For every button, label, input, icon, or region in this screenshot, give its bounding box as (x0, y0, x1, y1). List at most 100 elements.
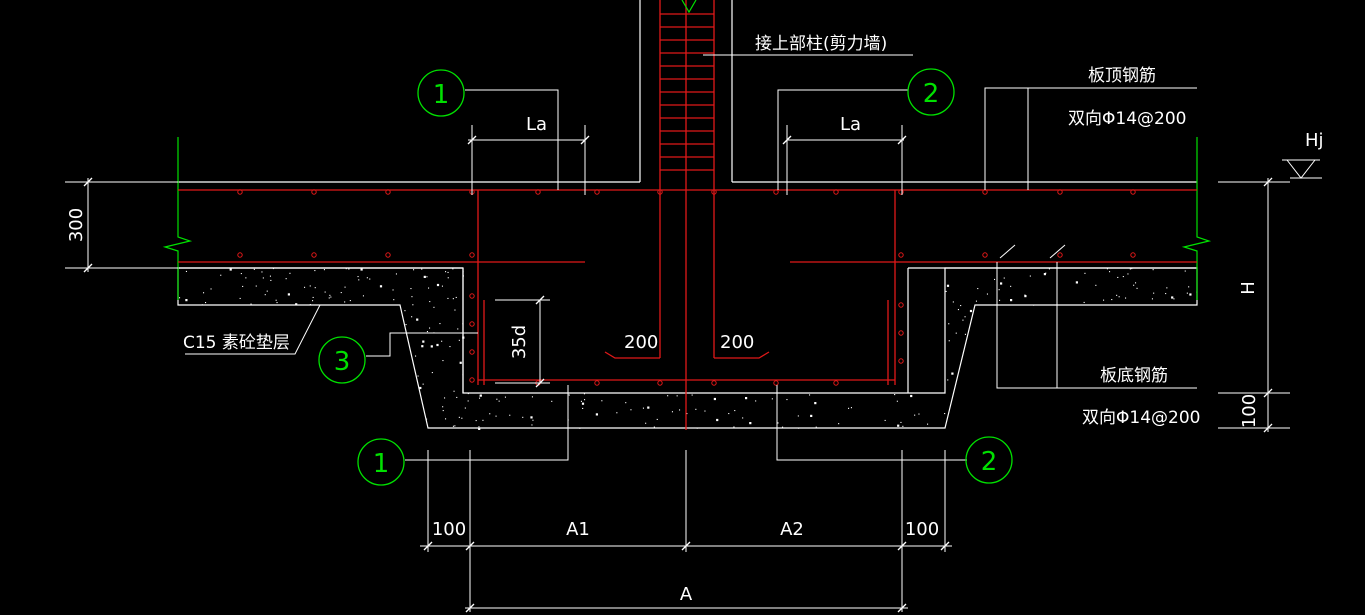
concrete-speckle (1171, 296, 1174, 299)
concrete-speckle (601, 400, 603, 402)
concrete-speckle (962, 319, 964, 321)
concrete-speckle (1153, 292, 1155, 294)
rebar-dot (773, 380, 779, 386)
column-top-arrow (681, 0, 697, 14)
concrete-speckle (449, 346, 451, 348)
concrete-speckle (579, 427, 581, 429)
concrete-speckle (1152, 269, 1154, 271)
concrete-speckle (1010, 299, 1013, 302)
concrete-speckle (986, 293, 988, 295)
concrete-speckle (667, 395, 669, 397)
concrete-speckle (255, 285, 257, 287)
bubble-1-top-label: 1 (433, 80, 450, 110)
concrete-speckle (894, 394, 896, 396)
concrete-speckle (1173, 298, 1175, 300)
concrete-speckle (314, 287, 316, 289)
concrete-speckle (948, 340, 950, 342)
concrete-speckle (647, 406, 650, 409)
concrete-speckle (309, 304, 311, 306)
concrete-speckle (1024, 295, 1027, 298)
rebar-dot (1130, 189, 1136, 195)
concrete-speckle (728, 413, 730, 415)
bubble-1-bottom-label: 1 (373, 449, 390, 479)
concrete-speckle (642, 407, 644, 409)
concrete-speckle (419, 386, 422, 390)
rebar-dot (469, 293, 475, 299)
concrete-speckle (814, 402, 817, 405)
concrete-speckle (445, 271, 447, 273)
concrete-speckle (969, 309, 973, 313)
concrete-speckle (1084, 272, 1086, 274)
callout-bubble-2-bottom (965, 436, 1013, 484)
cushion-left-band (177, 267, 1198, 429)
concrete-speckle (436, 283, 440, 287)
rebar-group (178, 0, 1197, 430)
concrete-speckle (496, 398, 498, 400)
concrete-speckle (405, 324, 407, 326)
concrete-speckle (431, 372, 433, 374)
concrete-speckle (531, 424, 533, 426)
concrete-speckle (441, 340, 443, 342)
concrete-speckle (295, 303, 298, 306)
concrete-speckle (1165, 293, 1167, 295)
concrete-speckle (429, 301, 431, 303)
concrete-speckle (960, 305, 962, 307)
concrete-speckle (452, 268, 454, 270)
rebar-dot (898, 358, 904, 364)
concrete-speckle (696, 427, 698, 429)
concrete-cushion (177, 267, 1198, 430)
concrete-speckle (948, 323, 950, 325)
concrete-speckle (262, 277, 264, 279)
concrete-speckle (479, 395, 481, 397)
concrete-speckle (1136, 287, 1138, 289)
concrete-speckle (289, 272, 291, 274)
concrete-speckle (927, 423, 929, 425)
concrete-speckle (584, 399, 586, 401)
callout-bubble-2-top (907, 68, 955, 116)
callout-bubble-1-bottom (357, 438, 405, 486)
concrete-speckle (504, 396, 506, 398)
concrete-speckle (568, 394, 570, 396)
concrete-speckle (447, 277, 449, 279)
concrete-speckle (287, 293, 290, 296)
concrete-speckle (328, 297, 330, 299)
concrete-speckle (798, 427, 800, 429)
rebar-dot (1130, 252, 1136, 258)
concrete-speckle (428, 287, 430, 289)
rebar-dot (711, 380, 717, 386)
concrete-speckle (551, 400, 553, 402)
concrete-speckle (413, 269, 415, 271)
total-width-dim: A (680, 584, 693, 605)
hook-right-label: 200 (720, 332, 754, 353)
concrete-speckle (532, 419, 534, 421)
concrete-speckle (1043, 273, 1046, 276)
concrete-speckle (340, 292, 342, 294)
concrete-speckle (977, 288, 979, 290)
bubble-3-label: 3 (334, 347, 351, 377)
rebar-dot (469, 377, 475, 383)
concrete-speckle (815, 426, 817, 428)
concrete-speckle (329, 294, 331, 296)
concrete-speckle (679, 409, 681, 411)
concrete-speckle (1116, 294, 1118, 296)
concrete-speckle (426, 418, 428, 420)
concrete-speckle (884, 419, 886, 421)
concrete-speckle (395, 273, 397, 275)
concrete-speckle (713, 397, 716, 401)
concrete-speckle (530, 416, 533, 419)
concrete-speckle (1166, 287, 1168, 289)
callout-bubble-3 (318, 336, 366, 384)
concrete-speckle (810, 414, 813, 417)
concrete-speckle (955, 332, 957, 334)
concrete-speckle (580, 400, 582, 402)
concrete-speckle (695, 408, 697, 410)
concrete-speckle (421, 345, 424, 348)
annotation-texts: 接上部柱(剪力墙) 板顶钢筋 双向Φ14@200 板底钢筋 双向Φ14@200 … (66, 34, 1324, 605)
right-offset-dim: 100 (905, 519, 939, 540)
concrete-speckle (676, 395, 678, 397)
concrete-speckle (366, 277, 368, 279)
concrete-speckle (421, 268, 423, 270)
height-dim: H (1238, 281, 1259, 295)
concrete-speckle (1106, 268, 1108, 270)
concrete-speckle (430, 345, 433, 348)
